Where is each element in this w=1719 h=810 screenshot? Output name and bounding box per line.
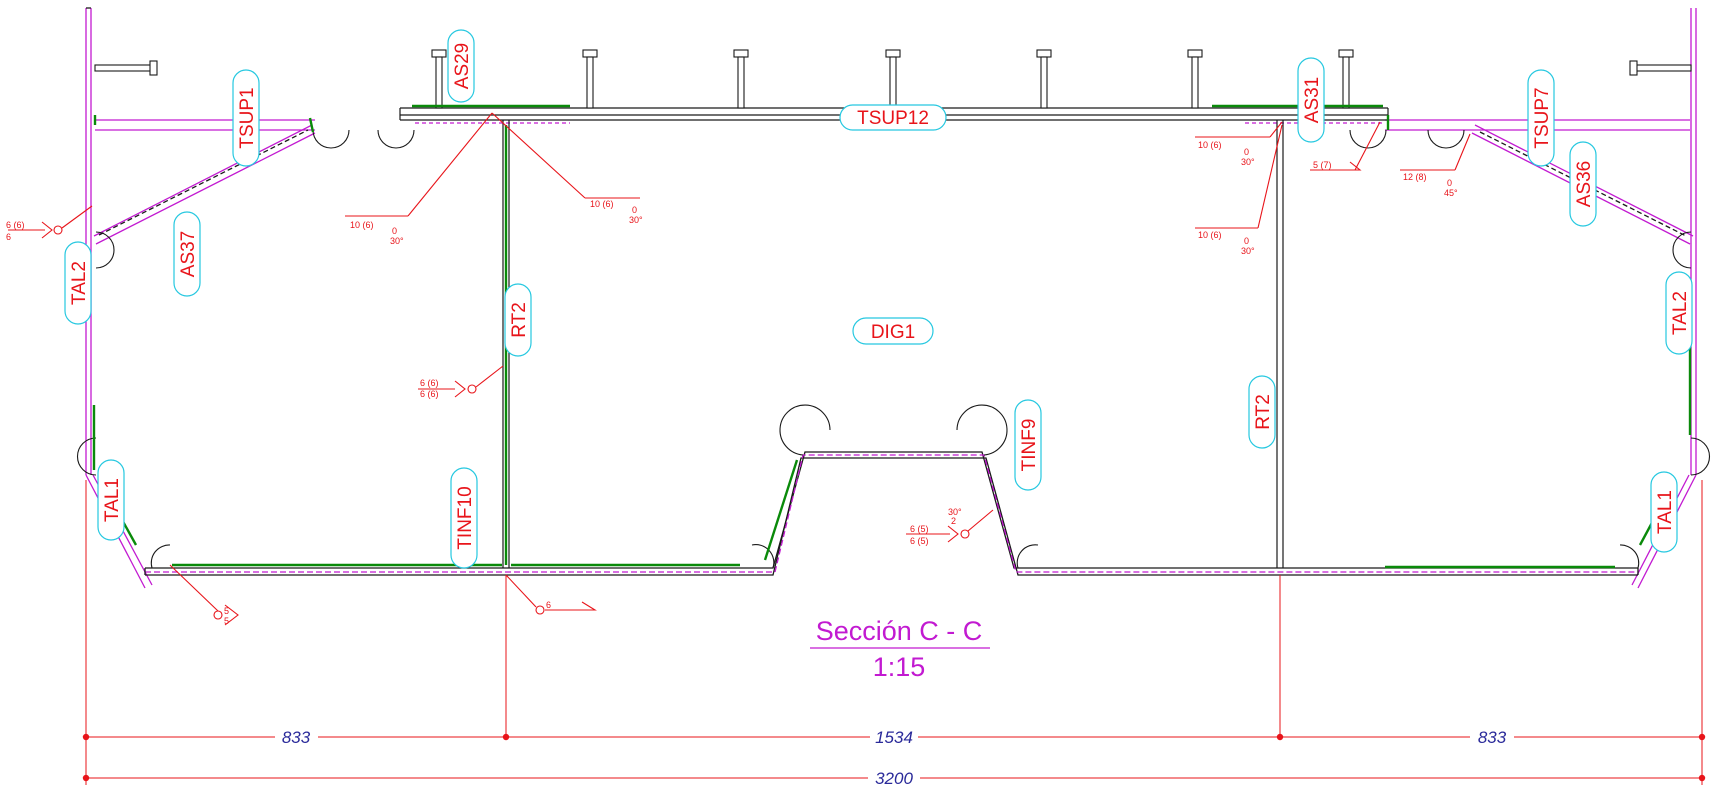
label-text: TAL1 bbox=[102, 478, 123, 522]
dimension-values: 833 1534 833 3200 bbox=[282, 728, 1507, 788]
bolt-horizontal-left bbox=[94, 60, 158, 76]
weld-note: 45° bbox=[1444, 188, 1458, 198]
weld-note: 30° bbox=[390, 236, 404, 246]
section-title-block: Sección C - C 1:15 bbox=[810, 616, 990, 682]
dimension-middle: 1534 bbox=[875, 728, 913, 747]
label-tsup12: TSUP12 bbox=[839, 104, 947, 131]
section-title: Sección C - C bbox=[816, 616, 983, 646]
top-bar-left bbox=[95, 119, 315, 131]
weld-note: 30° bbox=[629, 215, 643, 225]
label-text: AS36 bbox=[1574, 161, 1595, 207]
weld-note: 6 (6) bbox=[420, 378, 439, 388]
label-text: AS31 bbox=[1302, 77, 1323, 123]
weld-note: 0 bbox=[1244, 236, 1249, 246]
weld-note: 30° bbox=[1241, 157, 1255, 167]
label-as29: AS29 bbox=[447, 29, 475, 103]
right-side-plate bbox=[1690, 8, 1697, 475]
label-text: TINF9 bbox=[1019, 419, 1040, 472]
weld-note: 6 (6) bbox=[6, 220, 25, 230]
label-tsup1: TSUP1 bbox=[232, 69, 260, 167]
label-tal2-left: TAL2 bbox=[64, 241, 92, 325]
label-text: AS37 bbox=[178, 231, 199, 277]
label-text: RT2 bbox=[509, 302, 530, 338]
label-as36: AS36 bbox=[1569, 141, 1597, 227]
weld-note: 6 (5) bbox=[910, 536, 929, 546]
label-tal1-right: TAL1 bbox=[1650, 471, 1678, 553]
part-labels: TSUP1 AS29 AS31 TSUP7 AS36 AS37 TAL2 TA bbox=[64, 29, 1693, 569]
bolt bbox=[733, 49, 749, 109]
label-tal2-right: TAL2 bbox=[1665, 271, 1693, 355]
weld-note: 5 bbox=[224, 616, 229, 626]
rib-right bbox=[1276, 120, 1284, 568]
bolt-horizontal-right bbox=[1629, 60, 1692, 76]
dimension-lines bbox=[85, 480, 1703, 785]
bolts bbox=[94, 49, 1692, 109]
label-text: TAL2 bbox=[1670, 291, 1691, 335]
weld-note: 6 (5) bbox=[910, 524, 929, 534]
bolt bbox=[885, 49, 901, 109]
weld-note: 0 bbox=[1244, 147, 1249, 157]
bolt bbox=[431, 49, 447, 109]
weld-texts: 6 (6) 6 10 (6) 0 30° 10 (6) 0 30° 6 (6) … bbox=[6, 140, 1458, 626]
weld-note: 10 (6) bbox=[590, 199, 614, 209]
diagonal-plate-left bbox=[93, 124, 316, 245]
label-text: TSUP12 bbox=[857, 108, 929, 129]
left-side-plate bbox=[85, 7, 92, 475]
bolt bbox=[1187, 49, 1203, 109]
bolt bbox=[582, 49, 598, 109]
label-rt2-left: RT2 bbox=[504, 283, 532, 357]
scale-label: 1:15 bbox=[873, 652, 926, 682]
label-text: TSUP7 bbox=[1532, 87, 1553, 148]
dimension-left: 833 bbox=[282, 728, 311, 747]
label-tinf10: TINF10 bbox=[450, 467, 478, 569]
label-rt2-right: RT2 bbox=[1248, 375, 1276, 449]
weld-note: 6 bbox=[546, 600, 551, 610]
weld-note: 5 (7) bbox=[1313, 160, 1332, 170]
weld-note: 30° bbox=[1241, 246, 1255, 256]
weld-note: 0 bbox=[392, 226, 397, 236]
weld-note: 10 (6) bbox=[350, 220, 374, 230]
dimension-right: 833 bbox=[1478, 728, 1507, 747]
label-text: DIG1 bbox=[871, 322, 915, 343]
label-text: RT2 bbox=[1253, 394, 1274, 430]
label-tal1-left: TAL1 bbox=[97, 459, 125, 541]
weld-note: 2 bbox=[951, 516, 956, 526]
weld-note: 10 (6) bbox=[1198, 230, 1222, 240]
structure bbox=[77, 7, 1710, 589]
label-tsup7: TSUP7 bbox=[1527, 69, 1555, 167]
label-text: TAL2 bbox=[69, 261, 90, 305]
weld-note: 6 (6) bbox=[420, 389, 439, 399]
label-text: AS29 bbox=[452, 43, 473, 89]
weld-note: 6 bbox=[6, 232, 11, 242]
bolt bbox=[1338, 49, 1354, 109]
label-text: TSUP1 bbox=[237, 87, 258, 148]
scallops bbox=[77, 129, 1710, 569]
weld-note: 30° bbox=[948, 507, 962, 517]
label-dig1: DIG1 bbox=[852, 317, 934, 345]
label-text: TINF10 bbox=[455, 486, 476, 549]
label-as31: AS31 bbox=[1297, 57, 1325, 143]
dimension-total: 3200 bbox=[875, 769, 913, 788]
weld-note: 5 bbox=[224, 606, 229, 616]
label-tinf9: TINF9 bbox=[1014, 399, 1042, 491]
label-as37: AS37 bbox=[173, 211, 201, 297]
weld-annotations bbox=[8, 112, 1471, 626]
dimension-ticks bbox=[82, 733, 1706, 782]
weld-note: 0 bbox=[632, 205, 637, 215]
bottom-plate bbox=[144, 451, 1639, 576]
weld-note: 12 (8) bbox=[1403, 172, 1427, 182]
weld-note: 0 bbox=[1447, 178, 1452, 188]
label-text: TAL1 bbox=[1655, 490, 1676, 534]
bolt bbox=[1036, 49, 1052, 109]
weld-note: 10 (6) bbox=[1198, 140, 1222, 150]
